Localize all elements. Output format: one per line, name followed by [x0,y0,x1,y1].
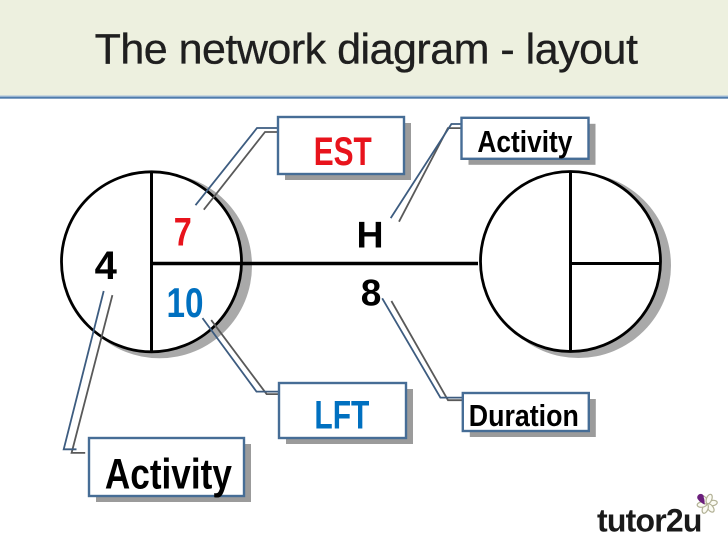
svg-text:7: 7 [174,210,192,254]
svg-text:Activity: Activity [105,450,232,498]
svg-text:LFT: LFT [314,393,369,437]
svg-text:4: 4 [95,244,118,288]
svg-text:Duration: Duration [469,398,579,433]
svg-text:EST: EST [314,130,372,174]
svg-text:H: H [356,213,383,255]
svg-text:tutor2u: tutor2u [597,503,702,539]
svg-text:The network diagram - layout: The network diagram - layout [95,25,638,73]
svg-text:10: 10 [167,279,204,326]
svg-text:Activity: Activity [477,124,573,159]
svg-text:8: 8 [361,273,382,314]
